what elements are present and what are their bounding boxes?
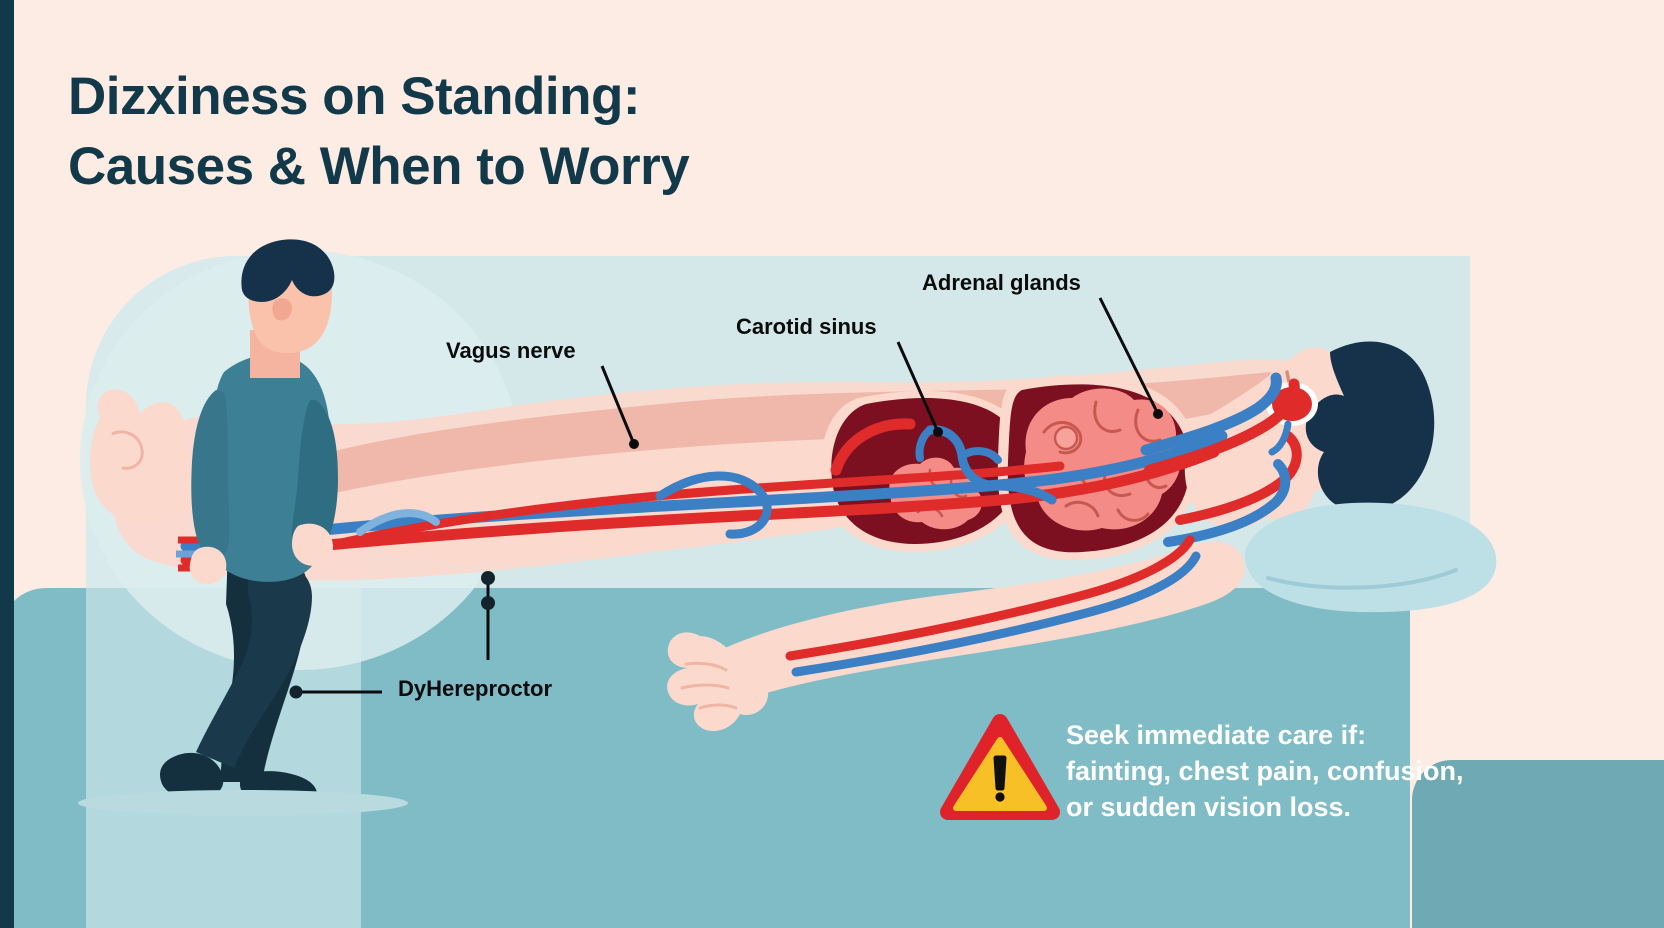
hand-left <box>189 546 227 584</box>
label-baroreceptor: DyHereproctor <box>398 676 553 701</box>
pillow-shape <box>1245 502 1497 613</box>
leader-dot-carotid <box>933 427 943 437</box>
vein-sinus-drip <box>1268 420 1292 456</box>
hand-shape <box>667 632 769 732</box>
page-title: Dizxiness on Standing: Causes & When to … <box>68 67 690 196</box>
brain-nodule <box>1053 425 1079 451</box>
shoe-left <box>160 752 224 800</box>
vein-main-lower <box>180 430 1228 552</box>
toe-crease <box>111 430 144 470</box>
sweater-arm-front <box>291 400 338 559</box>
vein-organ-stem <box>915 426 934 462</box>
vein-arm <box>791 551 1201 677</box>
vein-torso-branch <box>655 471 772 539</box>
vein-organ-branch <box>958 447 1002 464</box>
warning-triangle-icon <box>940 714 1060 820</box>
leader-adrenal-glands <box>1098 297 1160 415</box>
label-vagus-nerve: Vagus nerve <box>446 338 576 363</box>
leader-dot-baro-top <box>481 571 495 585</box>
foot-shape <box>89 389 211 524</box>
pants-front-leg <box>196 559 312 768</box>
left-edge-bar <box>0 0 14 928</box>
vein-organ-tree <box>925 425 1057 505</box>
leader-vagus-nerve <box>600 365 636 445</box>
artery-neck <box>1144 378 1300 476</box>
label-adrenal-glands: Adrenal glands <box>922 270 1081 295</box>
standing-person-figure <box>160 239 338 806</box>
sweater-arm-back <box>191 390 230 559</box>
pillow-crease <box>1266 568 1458 590</box>
leader-dot-adrenal <box>1153 409 1163 419</box>
leader-carotid-sinus <box>896 341 940 433</box>
finger-creases <box>680 661 738 710</box>
vein-neck <box>1140 372 1282 456</box>
artery-organ-arc <box>830 418 916 476</box>
leader-dot-vagus <box>629 439 639 449</box>
hair-shape <box>1305 341 1435 512</box>
leader-dot-baro-left <box>289 685 303 699</box>
callout-leader-lines <box>289 297 1163 699</box>
ear-shape <box>272 298 292 321</box>
artery-secondary <box>315 461 1065 553</box>
artery-arm <box>785 535 1195 661</box>
hand-right <box>292 523 334 566</box>
hair-standing <box>241 239 335 302</box>
standing-person-shadow <box>78 790 408 816</box>
warning-exclamation-dot <box>995 792 1005 802</box>
warning-exclamation-stem <box>993 755 1007 791</box>
background-right-teal <box>1412 760 1664 928</box>
leader-dot-baro-mid <box>481 596 495 610</box>
warning-message: Seek immediate care if: fainting, chest … <box>1066 720 1464 822</box>
label-carotid-sinus: Carotid sinus <box>736 314 877 339</box>
vascular-system <box>180 372 1302 677</box>
head-and-neck-group <box>1184 341 1497 613</box>
vein-neck-loop <box>1163 459 1291 547</box>
vein-small-branch <box>356 509 440 536</box>
